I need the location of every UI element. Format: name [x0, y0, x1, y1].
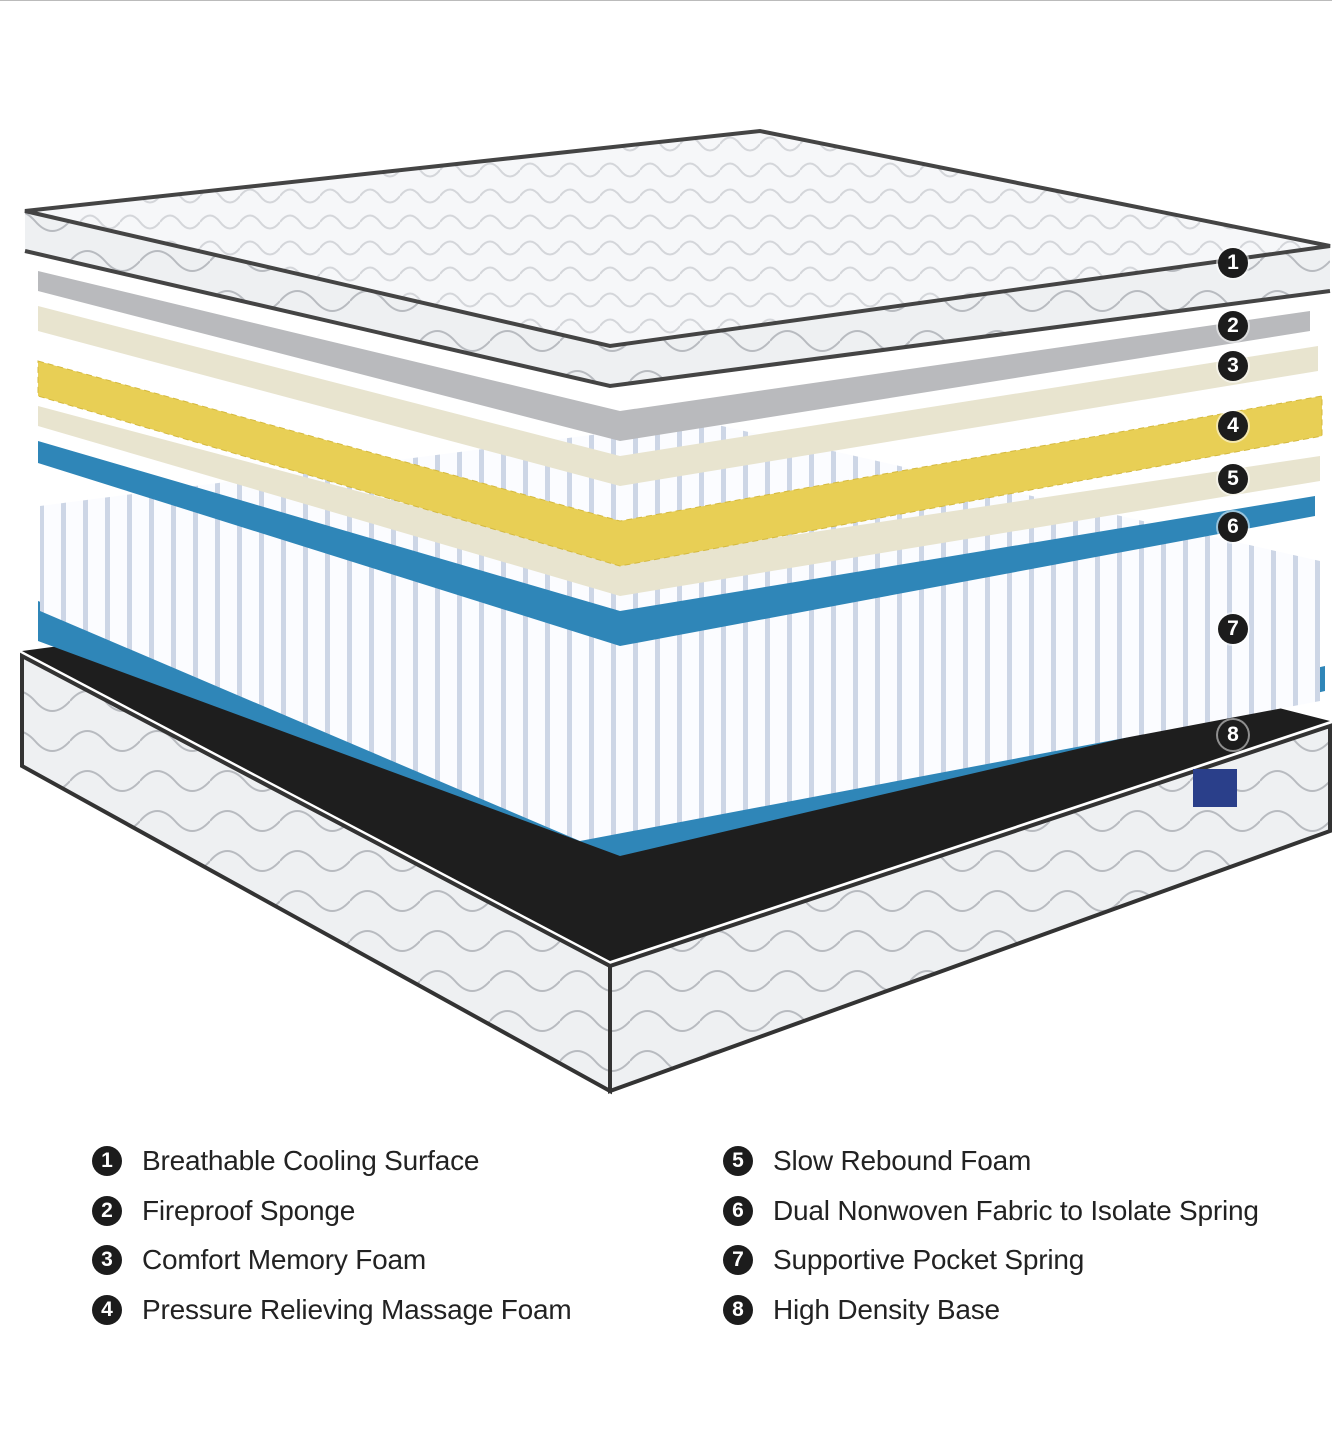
- legend-item: 5 Slow Rebound Foam: [723, 1141, 1031, 1181]
- legend-item: 3 Comfort Memory Foam: [92, 1240, 426, 1280]
- mattress-layers-illustration: [20, 128, 1332, 1095]
- layer-legend: 1 Breathable Cooling Surface 2 Fireproof S…: [92, 1141, 1332, 1341]
- legend-item: 1 Breathable Cooling Surface: [92, 1141, 479, 1181]
- brand-tag: [1193, 769, 1237, 807]
- layer-massage-foam: [37, 360, 1323, 567]
- layer-slow-rebound-foam: [38, 406, 1320, 596]
- legend-label: Supportive Pocket Spring: [773, 1244, 1085, 1275]
- legend-number: 4: [92, 1295, 122, 1325]
- legend-label: Dual Nonwoven Fabric to Isolate Spring: [773, 1195, 1259, 1226]
- layer-marker-2: 2: [1218, 311, 1248, 341]
- legend-number: 6: [723, 1196, 753, 1226]
- legend-item: 2 Fireproof Sponge: [92, 1191, 355, 1231]
- layer-cooling-surface: [24, 128, 1331, 389]
- legend-number: 7: [723, 1245, 753, 1275]
- legend-label: Slow Rebound Foam: [773, 1145, 1032, 1176]
- layer-marker-7: 7: [1218, 614, 1248, 644]
- legend-label: Pressure Relieving Massage Foam: [142, 1294, 572, 1325]
- layer-marker-3: 3: [1218, 351, 1248, 381]
- layer-marker-8: 8: [1218, 720, 1248, 750]
- legend-label: Comfort Memory Foam: [142, 1244, 427, 1275]
- legend-number: 2: [92, 1196, 122, 1226]
- layer-dual-nonwoven-fabric: [38, 441, 1315, 646]
- layer-marker-5: 5: [1218, 464, 1248, 494]
- legend-item: 8 High Density Base: [723, 1290, 1000, 1330]
- layer-fireproof-sponge: [38, 271, 1310, 441]
- legend-item: 6 Dual Nonwoven Fabric to Isolate Spring: [723, 1191, 1259, 1231]
- legend-label: Breathable Cooling Surface: [142, 1145, 480, 1176]
- legend-number: 8: [723, 1295, 753, 1325]
- legend-number: 1: [92, 1146, 122, 1176]
- layer-memory-foam: [38, 306, 1318, 486]
- legend-number: 5: [723, 1146, 753, 1176]
- layer-marker-1: 1: [1218, 248, 1248, 278]
- layer-marker-6: 6: [1218, 512, 1248, 542]
- layer-marker-4: 4: [1218, 411, 1248, 441]
- legend-label: High Density Base: [773, 1294, 1000, 1325]
- legend-item: 4 Pressure Relieving Massage Foam: [92, 1290, 572, 1330]
- legend-label: Fireproof Sponge: [142, 1195, 356, 1226]
- legend-number: 3: [92, 1245, 122, 1275]
- legend-item: 7 Supportive Pocket Spring: [723, 1240, 1084, 1280]
